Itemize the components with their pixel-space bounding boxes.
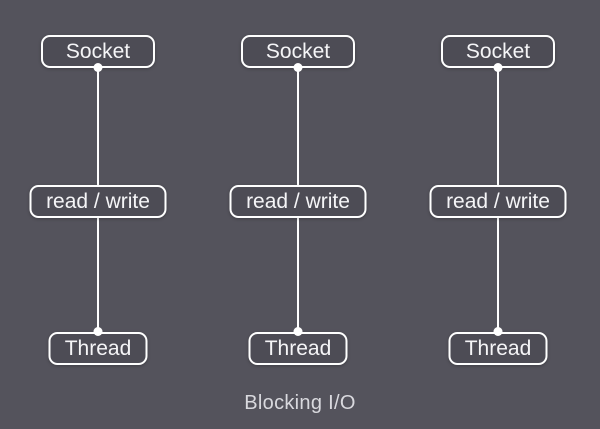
column-2: Socket read / write Thread [198, 0, 398, 429]
thread-label: Thread [264, 337, 332, 360]
read-write-node: read / write [229, 185, 367, 218]
socket-label: Socket [265, 40, 331, 63]
socket-label: Socket [65, 40, 131, 63]
read-write-label: read / write [246, 190, 350, 213]
read-write-node: read / write [29, 185, 167, 218]
socket-label: Socket [465, 40, 531, 63]
thread-connection-dot [493, 327, 503, 336]
thread-label: Thread [464, 337, 532, 360]
read-write-label: read / write [446, 190, 550, 213]
thread-node: Thread [448, 332, 548, 365]
thread-connection-dot [93, 327, 103, 336]
socket-connection-dot [493, 63, 503, 72]
socket-node: Socket [241, 35, 355, 68]
column-1: Socket read / write Thread [0, 0, 198, 429]
diagram-caption: Blocking I/O [244, 392, 356, 414]
socket-node: Socket [441, 35, 555, 68]
column-3: Socket read / write Thread [398, 0, 598, 429]
socket-connection-dot [93, 63, 103, 72]
thread-node: Thread [248, 332, 348, 365]
socket-connection-dot [293, 63, 303, 72]
read-write-label: read / write [46, 190, 150, 213]
thread-node: Thread [48, 332, 148, 365]
thread-label: Thread [64, 337, 132, 360]
thread-connection-dot [293, 327, 303, 336]
read-write-node: read / write [429, 185, 567, 218]
